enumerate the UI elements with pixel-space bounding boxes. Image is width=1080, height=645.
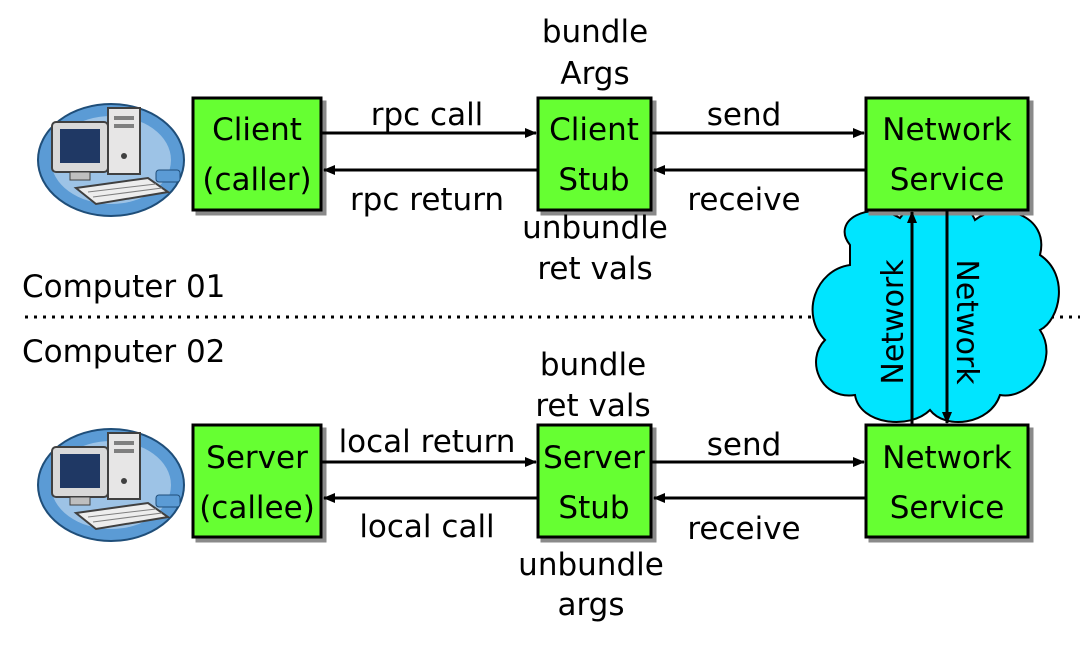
rpc-call-label: rpc call — [371, 97, 484, 133]
network-service-bottom-line1: Network — [882, 440, 1011, 476]
server-stub-line2: Stub — [558, 490, 629, 526]
unbundle-ret-line2: ret vals — [537, 251, 652, 287]
network-service-bottom-box: Network Service — [864, 423, 1030, 539]
server-stub-box: Server Stub — [536, 423, 653, 539]
server-box: Server (callee) — [191, 423, 323, 539]
client-box: Client (caller) — [191, 96, 323, 212]
unbundle-args-line1: unbundle — [518, 547, 664, 583]
client-stub-box: Client Stub — [536, 96, 653, 212]
bundle-ret-line2: ret vals — [535, 388, 650, 424]
bundle-args-line1: bundle — [542, 14, 648, 50]
send-top-label: send — [707, 97, 782, 133]
network-service-top-line1: Network — [882, 112, 1011, 148]
computer-01-label: Computer 01 — [22, 269, 225, 305]
server-stub-line1: Server — [543, 440, 645, 476]
receive-bottom-label: receive — [687, 511, 800, 547]
bundle-args-line2: Args — [560, 56, 629, 92]
network-service-bottom-line2: Service — [890, 490, 1005, 526]
network-service-top-box: Network Service — [864, 96, 1030, 212]
send-bottom-label: send — [707, 427, 782, 463]
network-down-label: Network — [949, 259, 984, 385]
local-call-label: local call — [359, 509, 494, 545]
computer-icon — [37, 428, 185, 542]
local-return-label: local return — [339, 424, 516, 460]
client-box-line2: (caller) — [202, 162, 311, 198]
unbundle-args-line2: args — [557, 587, 624, 623]
receive-top-label: receive — [687, 182, 800, 218]
server-box-line1: Server — [206, 440, 308, 476]
network-up-label: Network — [876, 259, 911, 385]
client-box-line1: Client — [212, 112, 302, 148]
bundle-ret-line1: bundle — [540, 347, 646, 383]
server-box-line2: (callee) — [199, 490, 315, 526]
client-stub-line2: Stub — [558, 162, 629, 198]
network-cloud-icon — [811, 200, 1060, 423]
network-service-top-line2: Service — [890, 162, 1005, 198]
computer-icon — [37, 103, 185, 217]
rpc-return-label: rpc return — [350, 182, 504, 218]
computer-02-label: Computer 02 — [22, 334, 225, 370]
client-stub-line1: Client — [549, 112, 639, 148]
unbundle-ret-line1: unbundle — [522, 210, 668, 246]
